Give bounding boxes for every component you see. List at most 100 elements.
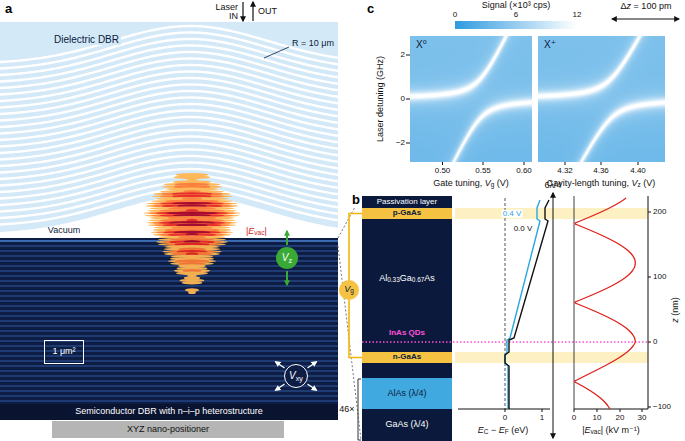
node-text: XYZ nano-positioner (127, 425, 209, 435)
mirror-layer (0, 290, 338, 292)
mirror-layer (0, 315, 338, 317)
tick-label: 2 (401, 51, 405, 59)
text-run: z (637, 181, 640, 188)
tick-label: 10 (593, 414, 602, 422)
node-text: Passivation layer (377, 198, 437, 207)
mirror-layer (0, 355, 338, 357)
tick-label: 4.32 (557, 167, 573, 175)
text-run: E (585, 425, 591, 435)
layer-band: n-GaAs (362, 352, 452, 363)
node-text: Al0.33Ga0.67As (379, 274, 435, 284)
tick (601, 162, 602, 165)
semiconductor-mirror (0, 238, 338, 404)
text-run: Ga (400, 273, 412, 283)
qd-label: InAs QDs (389, 329, 425, 337)
text-run: V (282, 252, 289, 263)
axis-line (574, 196, 575, 409)
tick (442, 162, 443, 165)
text-run: (nm) (670, 297, 680, 318)
tick-label: 200 (653, 208, 666, 216)
radius-label: R = 10 μm (292, 39, 334, 48)
mirror-layer (0, 137, 338, 173)
text-run: | (582, 425, 584, 435)
text-run: 0.33 (387, 276, 400, 283)
mirror-layer (0, 320, 338, 322)
tick (642, 409, 643, 412)
text-run: V (485, 178, 491, 188)
mirror-layer (0, 26, 338, 62)
qd-line (362, 341, 648, 343)
mirror-layer (0, 182, 338, 218)
tick-label: 0 (453, 11, 457, 19)
text-run: | (kV m⁻¹) (601, 425, 640, 435)
mirror-layer (0, 111, 338, 147)
panel-letter: b (351, 193, 361, 207)
tick-label: 0 (572, 414, 576, 422)
tick (620, 409, 621, 412)
text-run: V (344, 284, 350, 294)
mirror-layer (0, 65, 338, 101)
text-run: g (491, 181, 495, 188)
motion-arrow (286, 231, 288, 245)
node-text: GaAs (λ/4) (385, 420, 428, 430)
mirror-layer (0, 156, 338, 192)
field-curve (575, 198, 635, 409)
tick (542, 409, 543, 412)
map-panel: X⁰ (410, 36, 532, 162)
colorbar (455, 21, 577, 29)
band-curve (505, 200, 540, 409)
repeat-count: 46× (338, 405, 355, 414)
tick-label: 6 (514, 11, 518, 19)
bias-wire (349, 300, 362, 358)
axis-title: Laser detuning (GHz) (376, 56, 385, 142)
mirror-band: Dielectric DBR (0, 24, 338, 64)
tick-label: 20 (616, 414, 625, 422)
field-row (188, 291, 196, 294)
text-run: | (246, 226, 248, 236)
beam-arrow (252, 2, 253, 21)
tick-label: −100 (653, 403, 671, 411)
mirror-layer (0, 390, 338, 392)
mirror-layer (0, 39, 338, 75)
tick-label: 0.55 (475, 167, 491, 175)
beam-label: Laser IN (208, 3, 238, 22)
text-run: C (484, 428, 489, 435)
layer-band: Passivation layer (362, 196, 452, 208)
text-run: E (248, 226, 254, 236)
node-text: AlAs (λ/4) (387, 389, 426, 399)
substrate-strip (0, 404, 338, 420)
voltage-circle: Vg (339, 280, 359, 300)
curve-label: 0.0 V (513, 225, 534, 233)
node-text: Vxy (289, 370, 303, 383)
node-text: Dielectric DBR (52, 34, 121, 45)
stage-bar: XYZ nano-positioner (52, 421, 284, 438)
mirror-layer (0, 285, 338, 287)
tick (648, 342, 651, 343)
mirror-layer (0, 124, 338, 160)
tick (648, 212, 651, 213)
tick (574, 409, 575, 412)
mirror-layer (0, 72, 338, 108)
text-run: Gate tuning, (433, 178, 485, 188)
tick (505, 409, 506, 412)
text-run: vac (254, 229, 264, 236)
panel-letter: c (367, 2, 374, 16)
layer-band: GaAs (λ/4) (362, 409, 452, 441)
mirror-layer (0, 33, 338, 69)
tick-label: 4.36 (593, 167, 609, 175)
axis-line (574, 409, 648, 410)
text-run: − (488, 425, 498, 435)
span-arrow (553, 193, 554, 438)
signal-map (410, 36, 532, 162)
mirror-layer (0, 345, 338, 347)
mirror-layer (0, 117, 338, 153)
mirror-layer (0, 46, 338, 82)
voltage-circle: Vxy (284, 364, 308, 388)
text-run: V (631, 178, 637, 188)
panel-letter: a (5, 2, 12, 16)
cavity-field (143, 173, 240, 294)
text-run: vac (591, 428, 601, 435)
text-run: Δ (621, 1, 627, 11)
mirror-layer (0, 360, 338, 362)
